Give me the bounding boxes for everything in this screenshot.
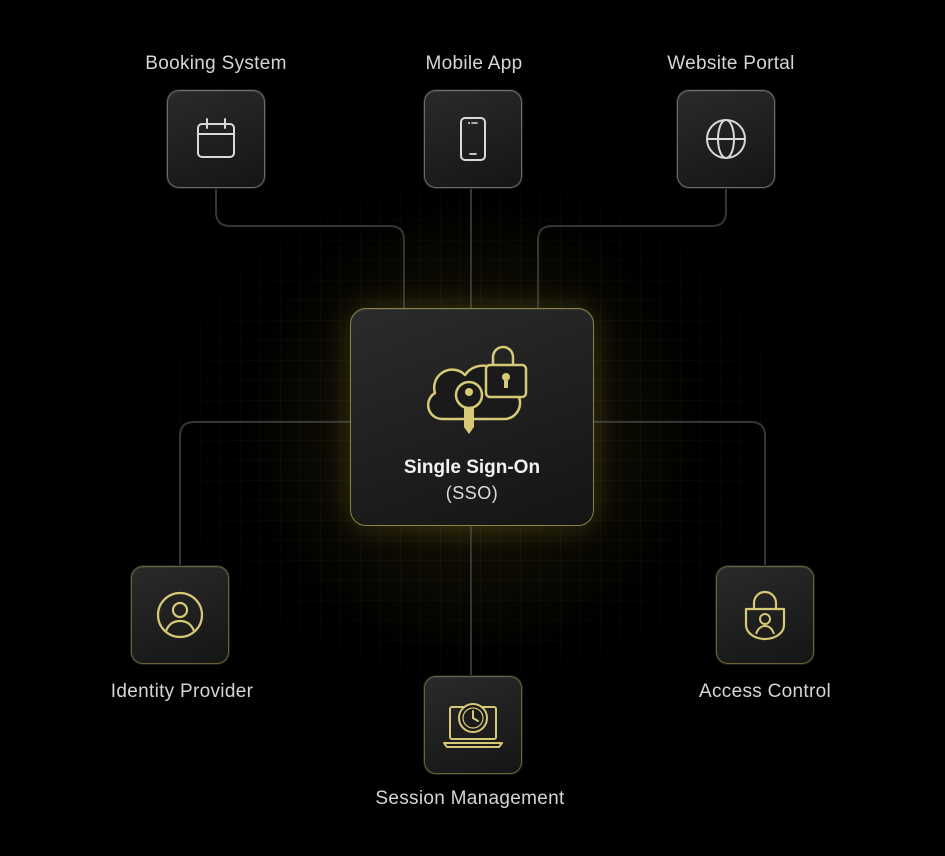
node-booking-system[interactable]	[167, 90, 265, 188]
wire-access	[594, 421, 766, 566]
wire-website	[537, 187, 727, 308]
label-booking-system: Booking System	[145, 53, 287, 74]
calendar-icon	[197, 118, 235, 158]
node-session-management[interactable]	[424, 676, 522, 774]
label-mobile-app: Mobile App	[425, 53, 523, 74]
wire-booking	[215, 187, 405, 308]
cloud-key-lock-icon	[426, 345, 528, 434]
wire-identity	[179, 421, 350, 566]
label-session-management: Session Management	[375, 788, 565, 809]
label-access-control: Access Control	[699, 681, 831, 702]
lock-user-icon	[744, 590, 786, 641]
sso-center-node[interactable]: Single Sign-On (SSO)	[350, 308, 594, 526]
label-identity-provider: Identity Provider	[110, 681, 254, 702]
node-mobile-app[interactable]	[424, 90, 522, 188]
globe-icon	[706, 119, 746, 159]
node-identity-provider[interactable]	[131, 566, 229, 664]
user-circle-icon	[156, 591, 204, 639]
smartphone-icon	[460, 117, 486, 161]
sso-subtitle: (SSO)	[445, 483, 499, 503]
node-website-portal[interactable]	[677, 90, 775, 188]
laptop-clock-icon	[443, 703, 503, 748]
sso-title: Single Sign-On	[403, 457, 541, 478]
node-access-control[interactable]	[716, 566, 814, 664]
label-website-portal: Website Portal	[667, 53, 795, 74]
